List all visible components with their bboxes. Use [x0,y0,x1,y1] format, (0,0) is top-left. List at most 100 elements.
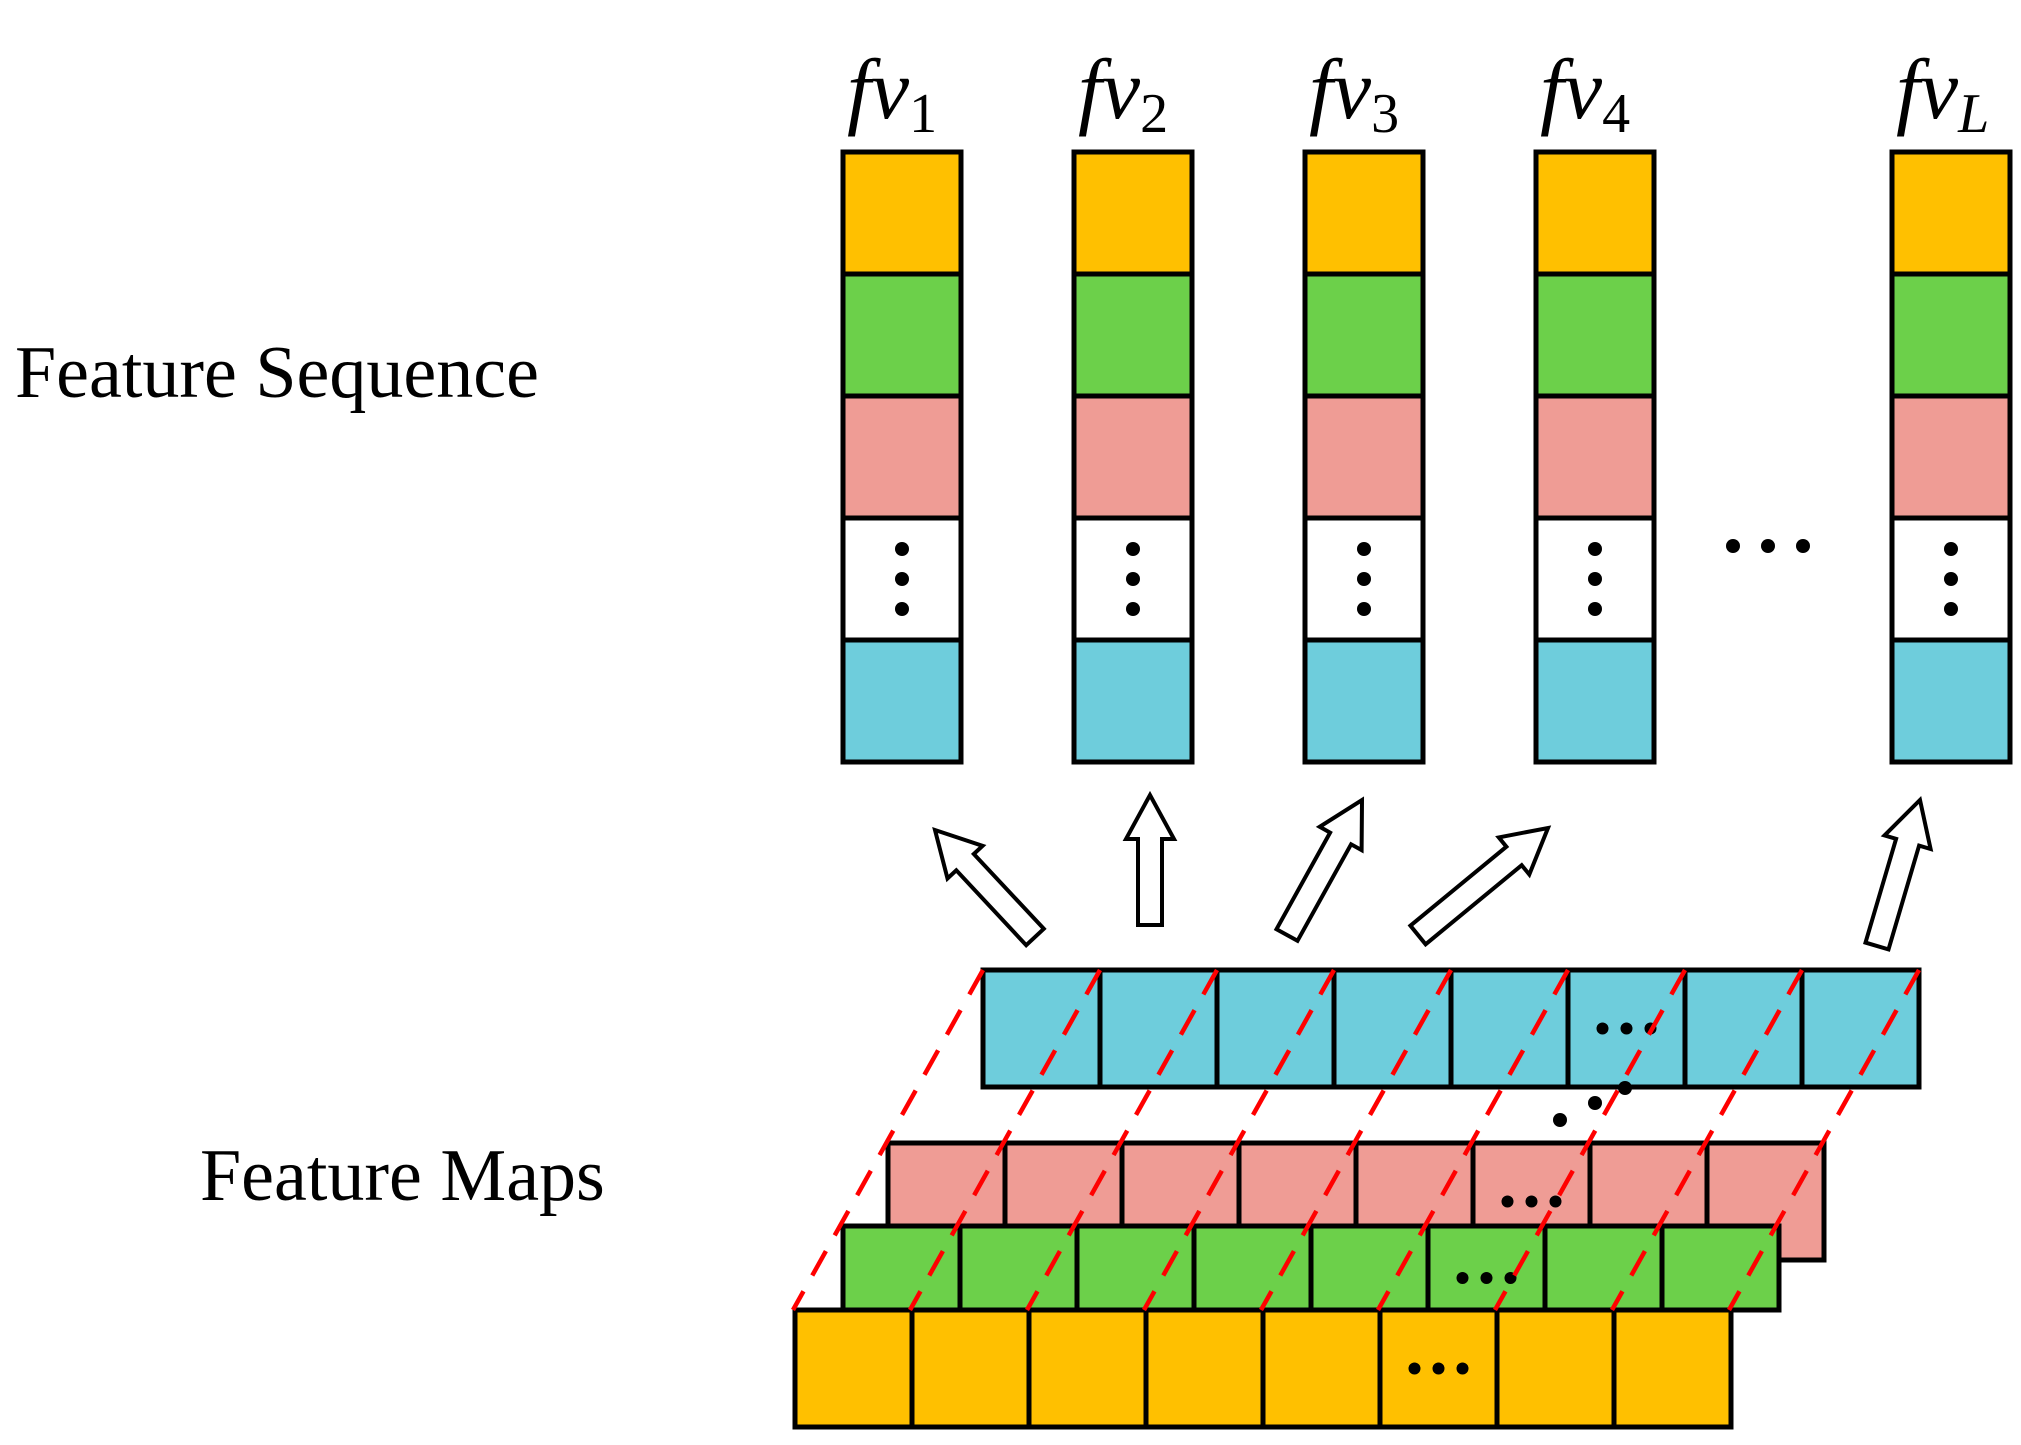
vector-cell-green [840,271,964,399]
column-slice-line [1025,968,1219,1312]
horizontal-ellipsis-dot [1456,1362,1469,1375]
mapping-arrows [932,790,1934,952]
vector-cell-blue [1533,637,1657,765]
column-slice-line [1142,968,1336,1312]
vector-cell-blue [1071,637,1195,765]
map-cell [1494,1307,1617,1430]
column-slice-line [791,968,985,1312]
map-cell [1308,1223,1431,1313]
vector-cell-blue [840,637,964,765]
vertical-ellipsis-dot [895,542,909,556]
vector-title-5: fvL [1896,41,1989,145]
vector-cell-pink [1889,393,2013,521]
vertical-ellipsis-dot [895,602,909,616]
map-cell [1260,1307,1383,1430]
map-cell [1097,967,1220,1090]
map-cell [1425,1223,1548,1313]
vector-cell-green [1533,271,1657,399]
vector-title-subscript: 1 [909,83,937,145]
vector-cell-pink [1533,393,1657,521]
vector-cell-green [1889,271,2013,399]
horizontal-ellipsis-dot [1456,1272,1469,1284]
map-cell [1331,967,1454,1090]
horizontal-ellipsis-dot [1408,1362,1421,1375]
vertical-ellipsis-dot [1357,572,1371,586]
vector-title-4: fv4 [1540,41,1630,145]
feature-vector-1 [840,149,964,765]
arrow-to-fv2 [1122,790,1178,927]
horizontal-ellipsis-dot [1525,1195,1538,1208]
map-cell [1214,967,1337,1090]
vertical-ellipsis-dot [1588,602,1602,616]
vector-title-subscript: 2 [1140,83,1168,145]
vertical-ellipsis-dot [1357,542,1371,556]
vector-title-2: fv2 [1078,41,1168,145]
column-slice-line [1610,968,1804,1312]
map-cell [909,1307,1032,1430]
vector-ellipsis [1726,539,1810,553]
horizontal-ellipsis-dot [1432,1362,1445,1375]
vertical-ellipsis-dot [1944,542,1958,556]
horizontal-ellipsis-dot [1501,1195,1514,1208]
map-cell [1448,967,1571,1090]
map-cell [980,967,1103,1090]
arrow-to-fv1 [932,826,1047,949]
feature-sequence-label: Feature Sequence [15,332,539,414]
vector-cell-green [1302,271,1426,399]
arrow-to-fv3 [1273,796,1365,944]
map-cell [840,1223,963,1313]
vector-cell-pink [1071,393,1195,521]
vertical-ellipsis-dot [1357,602,1371,616]
map-cell [1542,1223,1665,1313]
map-cell [1799,967,1922,1090]
column-slice-line [1727,968,1921,1312]
feature-vector-3 [1302,149,1426,765]
feature-vector-5 [1889,149,2013,765]
map-cell [1191,1223,1314,1313]
vector-cell-orange [840,149,964,277]
vertical-ellipsis-dot [1944,602,1958,616]
vector-cell-orange [1533,149,1657,277]
vertical-ellipsis-dot [1126,572,1140,586]
vector-title-base: fv [1896,41,1959,137]
column-slice-line [1493,968,1687,1312]
feature-map-layer-green [840,1223,1782,1313]
feature-map-stack [791,967,1922,1430]
feature-map-layer-orange [792,1307,1734,1430]
vertical-ellipsis-dot [1588,572,1602,586]
column-slice-line [1259,968,1453,1312]
horizontal-ellipsis-dot [1480,1272,1493,1284]
map-cell [792,1307,915,1430]
feature-vector-columns [840,149,2013,765]
feature-map-layer-blue [980,967,1922,1090]
vector-title-subscript: L [1957,83,1989,145]
vector-cell-blue [1889,637,2013,765]
vector-title-subscript: 4 [1602,83,1630,145]
vector-cell-blue [1302,637,1426,765]
layer-ellipsis [1553,1081,1632,1127]
vector-cell-orange [1071,149,1195,277]
vector-cell-green [1071,271,1195,399]
feature-vector-4 [1533,149,1657,765]
vertical-ellipsis-dot [1944,572,1958,586]
vector-cell-orange [1889,149,2013,277]
map-cell [1682,967,1805,1090]
vector-title-1: fv1 [847,41,937,145]
vector-title-3: fv3 [1309,41,1399,145]
vector-title-base: fv [1309,41,1372,137]
vertical-ellipsis-dot [895,572,909,586]
arrow-to-fv4 [1407,825,1552,948]
horizontal-ellipsis-dot [1596,1022,1609,1035]
map-cell [1074,1223,1197,1313]
map-cell [1611,1307,1734,1430]
vector-title-subscript: 3 [1371,83,1399,145]
vector-title-base: fv [1540,41,1603,137]
vertical-ellipsis-dot [1588,542,1602,556]
feature-maps-label: Feature Maps [200,1135,605,1217]
map-cell [1143,1307,1266,1430]
map-cell [957,1223,1080,1313]
vector-cell-orange [1302,149,1426,277]
map-cell [1659,1223,1782,1313]
